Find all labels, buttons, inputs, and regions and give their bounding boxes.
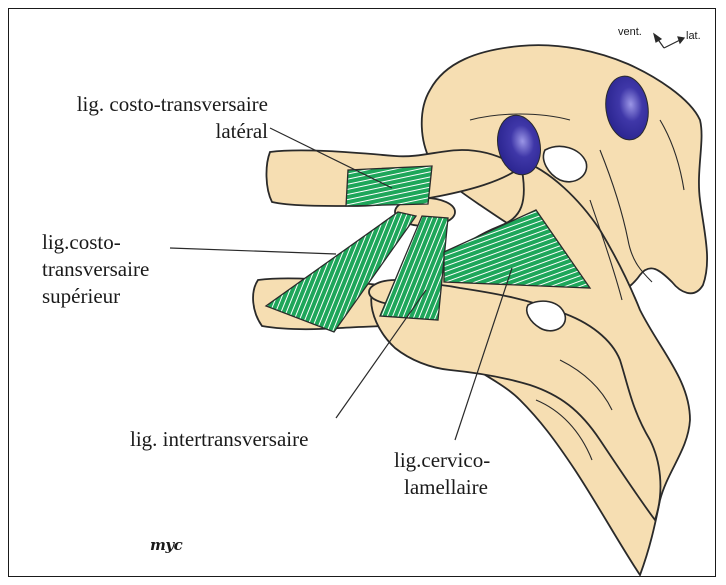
label-lateral: lat. [686,30,701,42]
label-intertransversaire: lig. intertransversaire [130,427,308,451]
label-costo-superieur-1: lig.costo- [42,230,121,254]
orientation-arrows [654,34,684,48]
label-costo-superieur-3: supérieur [42,284,120,308]
label-costo-lateral-1: lig. costo-transversaire [40,92,268,116]
author-signature: myc [150,536,182,554]
label-cervico-lamellaire-1: lig.cervico- [394,448,490,472]
label-cervico-lamellaire-2: lamellaire [404,475,488,499]
label-costo-superieur-2: transversaire [42,257,149,281]
label-ventral: vent. [618,26,642,38]
label-costo-lateral-2: latéral [40,119,268,143]
